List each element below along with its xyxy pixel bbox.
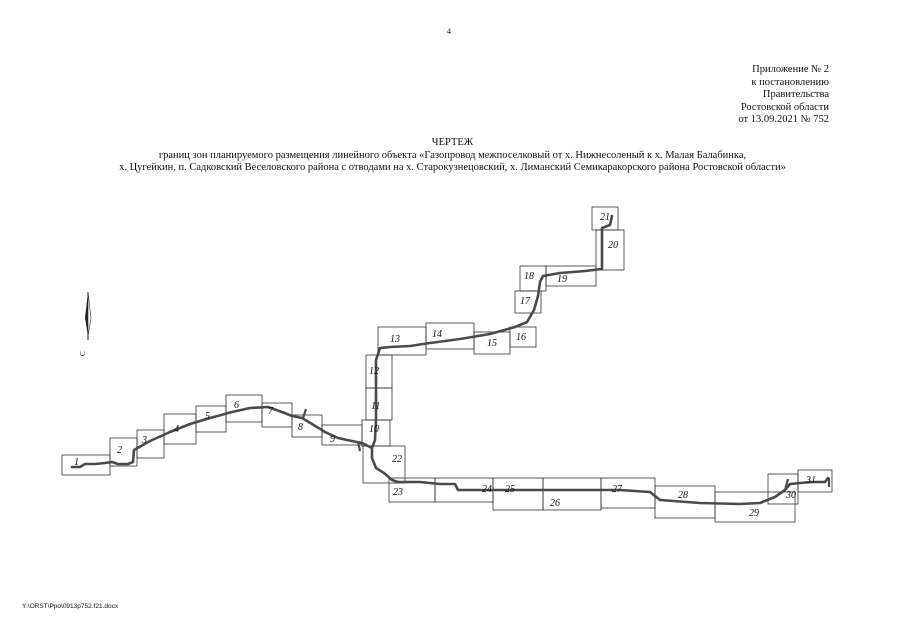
sheet-labels: 1 2 3 4 5 6 7 8 9 10 11 12 13 14 15 16 1… [74,212,816,519]
appendix-line: к постановлению [751,76,829,88]
appendix-block: Приложение № 2 к постановлению Правитель… [679,64,829,127]
sheet-label: 23 [393,487,403,498]
route-line [70,405,830,506]
sheet-label: 16 [516,332,526,343]
sheet-label: 5 [205,411,210,422]
sheet-label: 11 [371,401,380,412]
sheet-frame [714,491,796,523]
sheet-label: 14 [432,329,442,340]
sheet-label: 25 [505,484,515,495]
north-arrow-label: С [79,351,87,356]
sheet-label: 10 [369,424,379,435]
sheet-label: 22 [392,454,402,465]
sheet-label: 17 [520,296,531,307]
route-branch-north [370,214,614,450]
sheet-label: 12 [369,366,379,377]
sheet-label: 9 [330,434,335,445]
sheet-frame [545,265,597,287]
appendix-line: от 13.09.2021 № 752 [738,114,829,125]
sheet-frame [797,469,833,493]
sheet-label: 26 [550,498,560,509]
sheet-frames [61,206,833,523]
sheet-frame [492,477,544,511]
sheet-label: 20 [608,240,618,251]
sheet-label: 19 [557,274,567,285]
title-line: границ зон планируемого размещения линей… [158,149,747,161]
sheet-label: 3 [141,435,147,446]
sheet-label: 6 [234,400,239,411]
page-number: 4 [447,27,451,36]
sheet-frame [362,445,406,484]
sheet-label: 1 [74,457,79,468]
sheet-frame [591,206,619,231]
appendix-line: Приложение № 2 [752,64,829,75]
sheet-label: 29 [749,508,759,519]
sheet-label: 24 [482,484,492,495]
sheet-label: 13 [390,334,400,345]
sheet-label: 4 [174,424,179,435]
pipeline-route [70,214,831,506]
title-heading: ЧЕРТЕЖ [431,137,474,148]
sheet-label: 7 [268,406,274,417]
sheet-label: 8 [298,422,303,433]
sheet-frame [377,326,427,356]
appendix-line: Правительства [762,89,829,100]
sheet-label: 27 [612,484,623,495]
sheet-label: 21 [600,212,610,223]
sheet-label: 2 [117,445,122,456]
document-title: ЧЕРТЕЖ границ зон планируемого размещени… [0,137,905,175]
sheet-label: 28 [678,490,688,501]
sheet-label: 30 [785,490,796,501]
title-line: х. Цугейкин, п. Садковский Веселовского … [119,162,786,173]
sheet-label: 31 [805,475,816,486]
sheet-frame [509,326,537,348]
sheet-label: 18 [524,271,534,282]
north-arrow-icon: С [79,291,92,356]
sheet-label: 15 [487,338,497,349]
footer-file-path: Y:\ORST\Ppo\0913p752.f21.docx [22,603,119,610]
appendix-line: Ростовской области [740,101,829,113]
